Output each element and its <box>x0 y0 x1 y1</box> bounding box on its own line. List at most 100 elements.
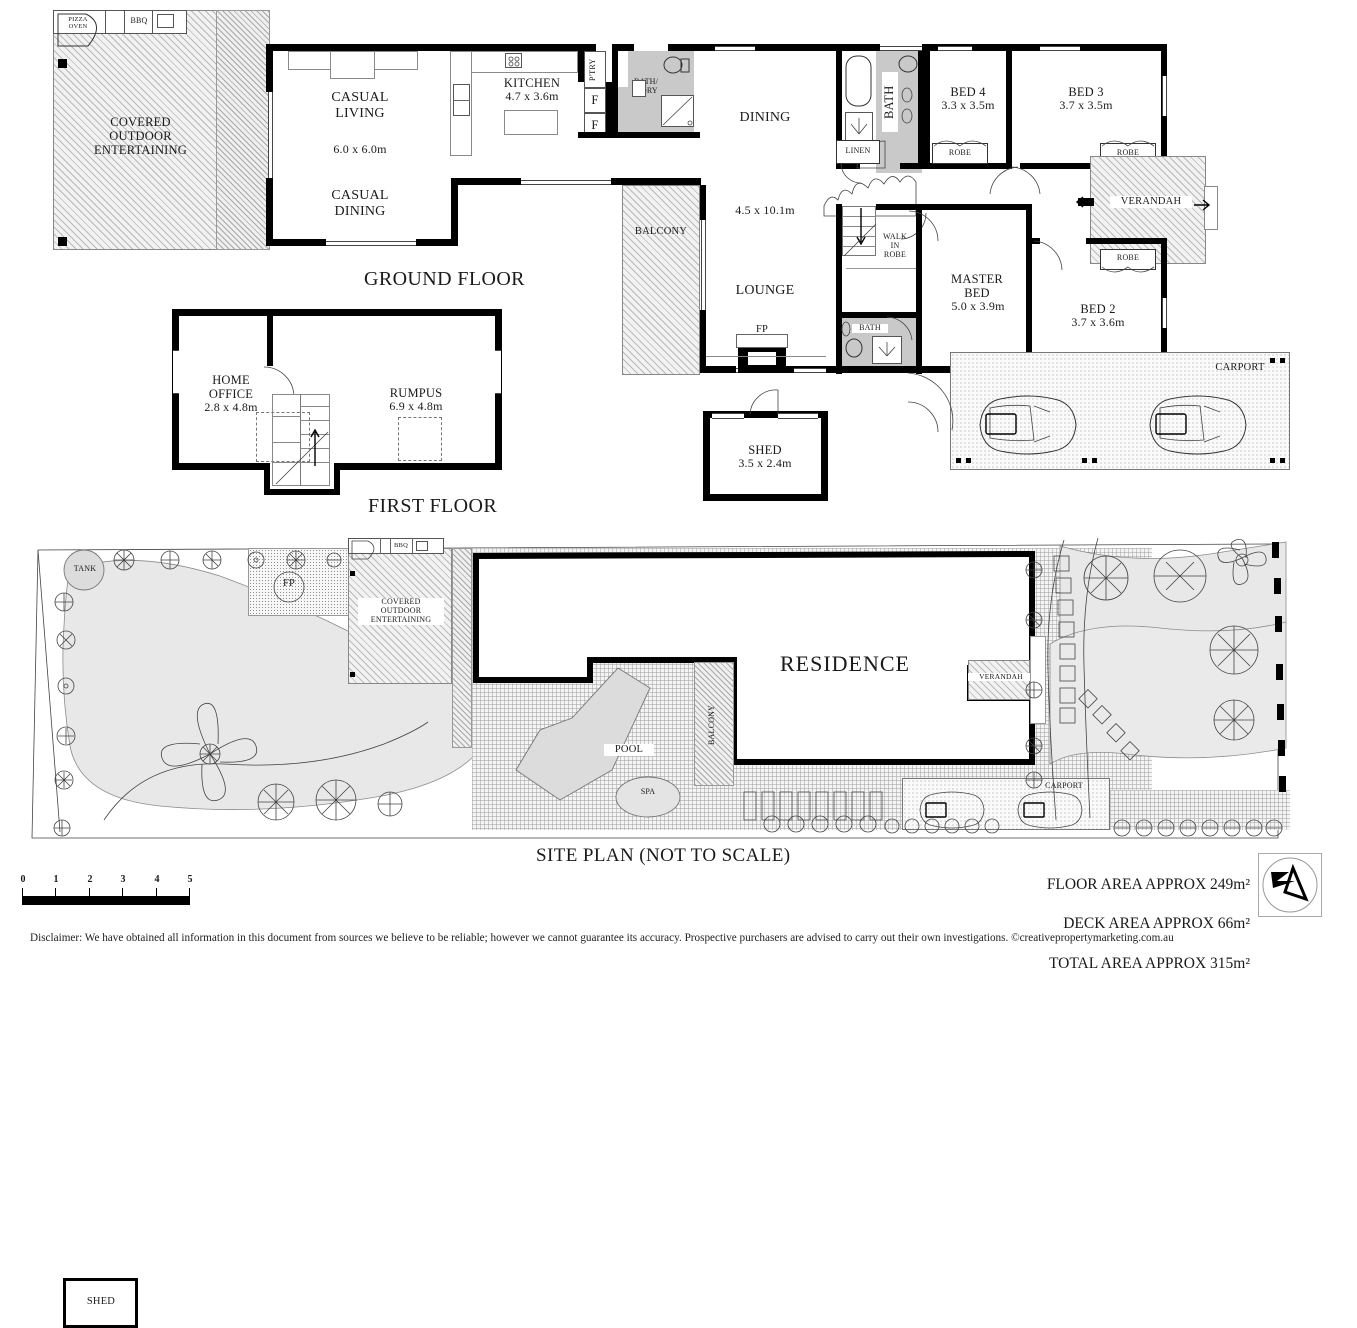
hallway-outline <box>823 175 917 217</box>
bed2-label: BED 2 <box>1080 302 1116 316</box>
bed2-dims: 3.7 x 3.6m <box>1071 315 1125 329</box>
verandah-label: VERANDAH <box>1110 196 1192 208</box>
wall-bed4-left <box>924 44 930 164</box>
site-carport-label: CARPORT <box>1045 781 1083 790</box>
carport-post-se2 <box>1280 458 1285 463</box>
site-balcony-label: BALCONY <box>707 704 716 746</box>
window-casual-west <box>268 92 273 178</box>
casual-living-label: CASUAL LIVING <box>331 90 389 121</box>
north-arrow-icon <box>1262 857 1318 913</box>
plant-symbols-mid-right <box>1025 561 1043 789</box>
site-covered-outdoor-label: COVERED OUTDOOR ENTERTAINING <box>358 597 444 625</box>
firepit-paving <box>248 548 352 616</box>
plant-symbols-front-garden <box>1083 539 1267 603</box>
scale-tick-1 <box>55 888 56 896</box>
shed-outline <box>703 411 828 501</box>
window-bed2-e <box>1162 298 1167 328</box>
front-driveway-paving <box>1110 790 1290 830</box>
wir-shelf <box>846 268 920 269</box>
ff-void-dashed-office <box>256 412 310 462</box>
bed2-robe <box>1100 249 1156 270</box>
bbq-label: BBQ <box>130 16 148 25</box>
scale-label-1: 1 <box>53 874 59 885</box>
ensuite-basin-icon <box>841 321 851 337</box>
pizza-oven-icon <box>57 13 97 47</box>
wall-bed3-left <box>1006 44 1012 164</box>
carport-post-ne1 <box>1270 358 1275 363</box>
scale-label-5: 5 <box>187 874 193 885</box>
boundary-tick-4 <box>1276 664 1283 680</box>
stair-tread-g1 <box>842 216 876 217</box>
balcony-label: BALCONY <box>634 226 688 237</box>
site-car-icon-1 <box>919 791 985 829</box>
bed4-robe <box>932 143 988 164</box>
wall-ensuite-top <box>836 312 922 318</box>
balcony-deck-area <box>622 185 700 375</box>
stair-diag-ground <box>843 223 877 257</box>
wall-bed2-top <box>1026 238 1040 244</box>
carport-post-se1 <box>1270 458 1275 463</box>
casual-living-recess-2 <box>330 51 375 79</box>
pool-label: POOL <box>604 744 654 756</box>
lounge-label: LOUNGE <box>735 283 795 298</box>
pool-shape <box>515 667 651 801</box>
shower-diag-icon <box>662 96 693 126</box>
wall-pantry-left2 <box>578 74 584 82</box>
scale-label-0: 0 <box>20 874 26 885</box>
window-casual-south <box>326 241 416 246</box>
paver-row-curve <box>1078 688 1140 761</box>
plant-symbols-top-border <box>113 549 342 571</box>
wall-bathldry-bottom <box>612 132 700 138</box>
window-bed3-e <box>1162 76 1167 116</box>
stair-tread-g2 <box>842 226 876 227</box>
wall-ensuite-bottom <box>826 366 922 373</box>
home-office-label: HOME OFFICE <box>208 373 254 401</box>
fridge-space-1 <box>584 88 606 113</box>
fireplace-label: FP <box>755 324 769 335</box>
wall-balcony-right-b <box>700 310 706 372</box>
scale-tick-0 <box>22 888 23 896</box>
ff-tread-l1 <box>272 416 300 417</box>
paver-row-left <box>1053 555 1076 724</box>
floor-area-text: FLOOR AREA APPROX 249m² <box>1046 875 1250 893</box>
home-office-dims: 2.8 x 4.8m <box>204 400 258 414</box>
kitchen-island <box>504 110 558 135</box>
plant-symbols-bottom-cluster <box>257 779 403 821</box>
site-pizza-oven-icon <box>351 540 375 560</box>
boundary-tick-5 <box>1277 704 1284 720</box>
shed-door-swing <box>749 389 779 415</box>
ff-stair-mid <box>300 394 301 486</box>
stair-run-ground <box>842 206 876 256</box>
shed-dims: 3.5 x 2.4m <box>738 456 792 470</box>
plant-symbols-left-border <box>53 592 76 837</box>
wall-casual-south <box>266 239 326 246</box>
plant-symbols-poolside <box>763 815 877 833</box>
scale-label-4: 4 <box>154 874 160 885</box>
wall-balcony-right-a <box>700 185 706 220</box>
fridge-label-1: F <box>591 93 599 107</box>
verandah-arrow-e <box>1194 199 1211 211</box>
site-shed-label: SHED <box>86 1296 116 1307</box>
total-area-text: TOTAL AREA APPROX 315m² <box>1048 955 1250 973</box>
casual-living-dims: 6.0 x 6.0m <box>333 142 387 156</box>
garden-bed-curve <box>103 721 429 821</box>
master-door-swing <box>908 210 939 242</box>
site-bbq-label: BBQ <box>394 542 408 549</box>
bed3-dims: 3.7 x 3.5m <box>1059 98 1113 112</box>
verandah-area <box>1090 156 1206 264</box>
wall-kitchen-south <box>578 132 612 138</box>
scale-tick-4 <box>156 888 157 896</box>
ground-floor-plan: PIZZA OVEN BBQ COVERED OUTDOOR ENTERTAIN… <box>0 0 1357 470</box>
ensuite-door-swing <box>886 316 913 341</box>
bed4-dims: 3.3 x 3.5m <box>941 98 995 112</box>
bed3-robe-label: ROBE <box>1116 148 1140 157</box>
wall-master-left <box>916 204 922 374</box>
area-summary: FLOOR AREA APPROX 249m² DECK AREA APPROX… <box>960 855 1250 994</box>
wall-casual-west-bot <box>266 178 273 246</box>
fp-circle-icon <box>273 571 305 603</box>
dining-lounge-dims: 4.5 x 10.1m <box>735 203 795 217</box>
scale-tick-5 <box>189 888 190 896</box>
kitchen-label: KITCHEN <box>503 76 561 90</box>
stair-direction-arrow-ground <box>856 208 866 246</box>
wall-bath-right <box>918 51 924 169</box>
